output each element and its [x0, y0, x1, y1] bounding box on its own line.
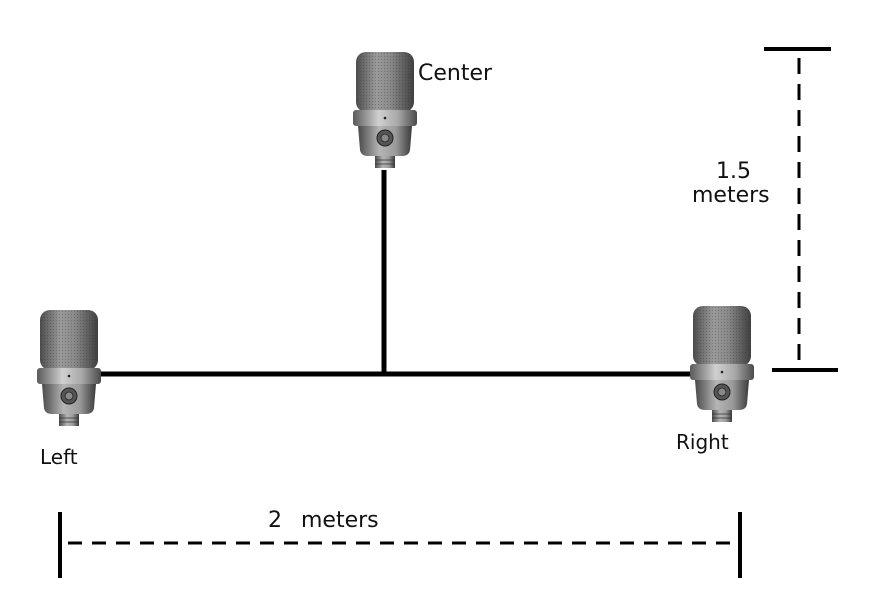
- right-label: Right: [676, 430, 729, 454]
- right-microphone-icon: [689, 305, 755, 423]
- width-dimension-label: 2 meters: [268, 508, 379, 533]
- left-label: Left: [40, 445, 78, 469]
- center-label: Center: [418, 61, 493, 86]
- left-microphone-icon: [36, 309, 102, 427]
- width-unit: meters: [301, 508, 379, 533]
- center-microphone-icon: [352, 51, 418, 169]
- height-dimension-value: 1.5: [716, 159, 751, 184]
- height-dimension-unit: meters: [692, 183, 770, 208]
- width-value: 2: [268, 508, 282, 533]
